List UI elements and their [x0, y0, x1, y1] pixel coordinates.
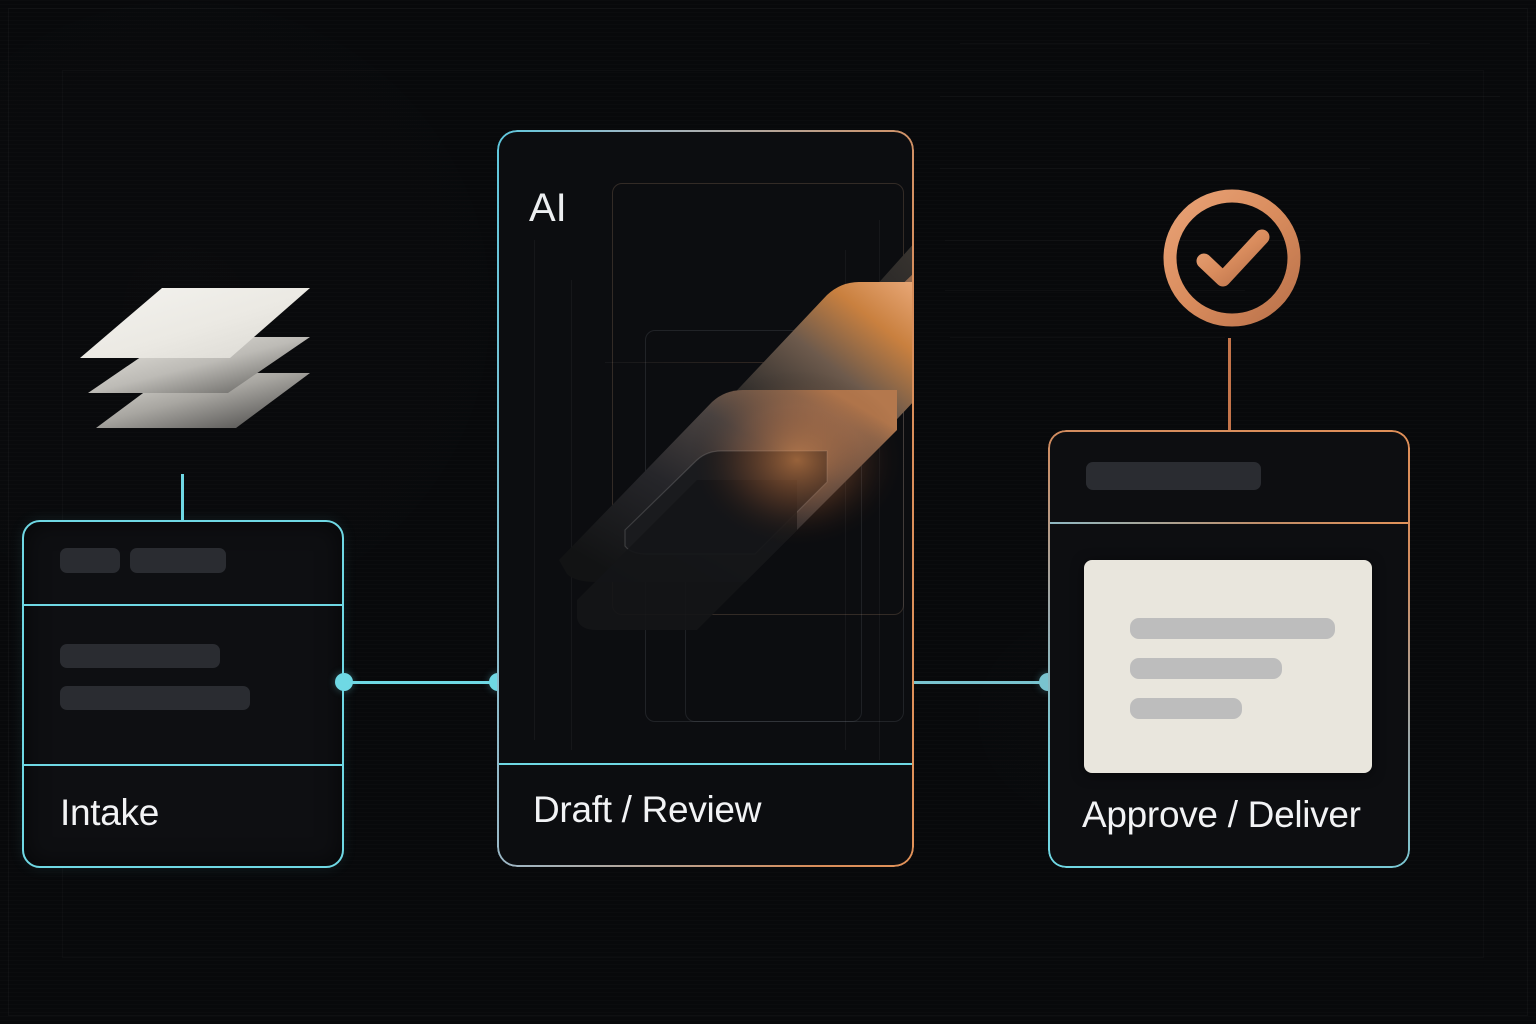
ai-card-body: AI [497, 130, 914, 765]
background-rule [950, 337, 1225, 338]
approve-card-header [1048, 430, 1410, 524]
skeleton-bar [60, 644, 220, 668]
skeleton-bar [1086, 462, 1261, 490]
approved-document-preview [1084, 560, 1372, 773]
stage-label-intake: Intake [60, 792, 159, 833]
ai-card-footer: Draft / Review [497, 763, 914, 867]
stage-label-approve-deliver: Approve / Deliver [1082, 794, 1361, 835]
approve-card-body [1048, 522, 1410, 773]
stage-card-intake[interactable]: Intake [22, 520, 344, 868]
ai-nested-frame [685, 455, 862, 722]
skeleton-bar [130, 548, 226, 573]
document-line [1130, 658, 1282, 679]
approve-card-footer: Approve / Deliver [1048, 772, 1410, 868]
check-circle-icon [1157, 183, 1307, 333]
connector-check-to-approve [1228, 338, 1231, 432]
ai-badge-label: AI [529, 186, 567, 230]
stacked-sheets-icon [60, 280, 345, 465]
background-rule [940, 96, 1500, 97]
background-rule [940, 168, 1370, 169]
skeleton-bar [60, 548, 120, 573]
stage-card-draft-review[interactable]: AI Draft / Review [497, 130, 914, 867]
intake-card-body [24, 606, 342, 766]
connector-ai-to-approve [914, 681, 1049, 684]
ai-guide-line [534, 240, 535, 740]
ai-guide-line [571, 280, 572, 750]
background-rule [960, 43, 1430, 44]
stage-label-draft-review: Draft / Review [533, 789, 762, 830]
skeleton-bar [60, 686, 250, 710]
ai-accent-rule [605, 362, 887, 363]
document-line [1130, 618, 1335, 639]
intake-card-header [24, 522, 342, 606]
intake-card-footer: Intake [24, 766, 342, 866]
connector-sheets-to-intake [181, 474, 184, 522]
connector-intake-to-ai [344, 681, 500, 684]
stage-card-approve-deliver[interactable]: Approve / Deliver [1048, 430, 1410, 868]
document-line [1130, 698, 1242, 719]
